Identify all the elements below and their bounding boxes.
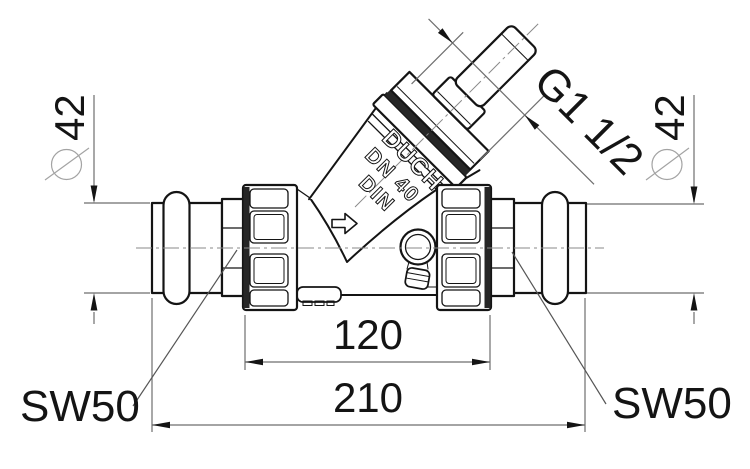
wrench-size-left-label: SW50: [20, 382, 140, 431]
arrowhead: [690, 293, 698, 311]
diameter-symbol-icon: [50, 148, 83, 181]
bonnet-groove: [384, 89, 471, 176]
arrowhead: [567, 421, 585, 429]
body-length-label: 120: [333, 311, 403, 358]
stem-centerline: [354, 22, 540, 208]
callout-wrench-left: SW50: [20, 249, 238, 431]
angled-bonnet-assembly: DUCH DN 40 DIN G1 1/2: [308, 18, 653, 217]
diameter-right-label: 42: [646, 94, 693, 141]
dimension-overall-length: 210: [151, 298, 586, 432]
dimension-diameter-left: 42: [44, 94, 150, 324]
drain-valve: [399, 228, 437, 290]
thread-size-label: G1 1/2: [525, 56, 653, 184]
overall-length-label: 210: [333, 374, 403, 421]
arrowhead: [690, 186, 698, 204]
arrowhead: [524, 115, 540, 130]
dimension-body-length: 120: [244, 311, 491, 370]
arrowhead: [245, 358, 263, 366]
dimension-diameter-right: 42: [587, 94, 704, 324]
diameter-left-label: 42: [46, 94, 93, 141]
arrowhead: [90, 185, 98, 203]
arrowhead: [437, 28, 453, 43]
callout-wrench-right: SW50: [511, 251, 732, 428]
body-foot: [296, 286, 342, 306]
arrowhead: [90, 293, 98, 311]
arrowhead: [472, 358, 490, 366]
arrowhead: [152, 421, 170, 429]
diameter-symbol-icon: [651, 148, 683, 181]
wrench-size-right-label: SW50: [612, 379, 732, 428]
flow-direction-arrow-icon: [331, 212, 358, 235]
